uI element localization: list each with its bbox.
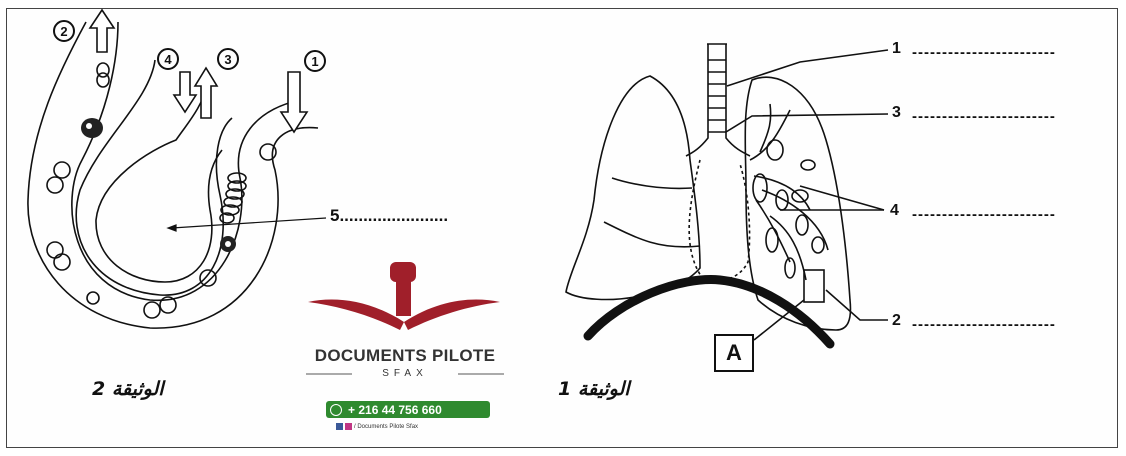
doc1-label-4-blank: ------------------------ — [912, 206, 1056, 223]
label-a-box: A — [714, 334, 754, 372]
doc1-label-4-num: 4 — [890, 202, 899, 220]
doc1-label-3-num: 3 — [892, 104, 901, 122]
doc1-label-1-blank: ------------------------ — [912, 44, 1056, 61]
doc1-label-2-num: 2 — [892, 312, 901, 330]
doc1-label-2-blank: ------------------------ — [912, 316, 1056, 333]
doc1-label-3-blank: ------------------------ — [912, 108, 1056, 125]
doc1-caption: الوثيقة 1 — [558, 378, 630, 400]
doc1-label-1-num: 1 — [892, 40, 901, 58]
